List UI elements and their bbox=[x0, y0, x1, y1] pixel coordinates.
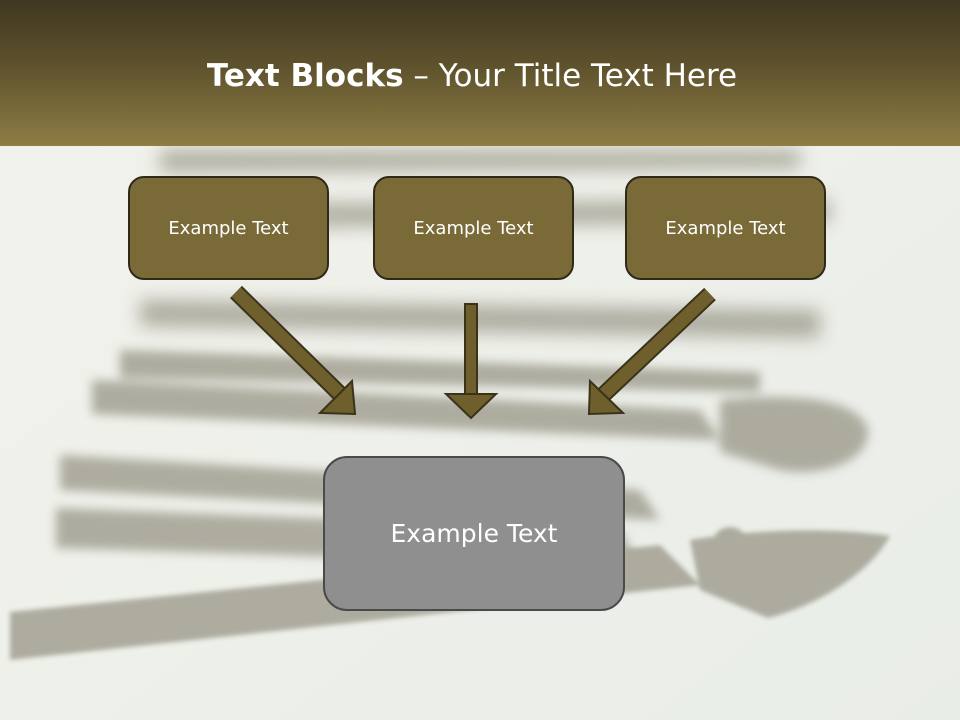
text-block-1[interactable]: Example Text bbox=[128, 176, 329, 280]
target-text-block[interactable]: Example Text bbox=[323, 456, 625, 611]
arrow-left-icon bbox=[230, 285, 357, 416]
arrow-right-icon bbox=[587, 287, 716, 416]
slide-title: Text Blocks – Your Title Text Here bbox=[0, 54, 944, 98]
title-bold-part: Text Blocks bbox=[206, 58, 404, 94]
arrow-center-icon bbox=[443, 303, 499, 420]
title-bar bbox=[0, 0, 960, 146]
text-block-2[interactable]: Example Text bbox=[373, 176, 574, 280]
title-rest-part: – Your Title Text Here bbox=[403, 58, 738, 94]
text-block-3[interactable]: Example Text bbox=[625, 176, 826, 280]
